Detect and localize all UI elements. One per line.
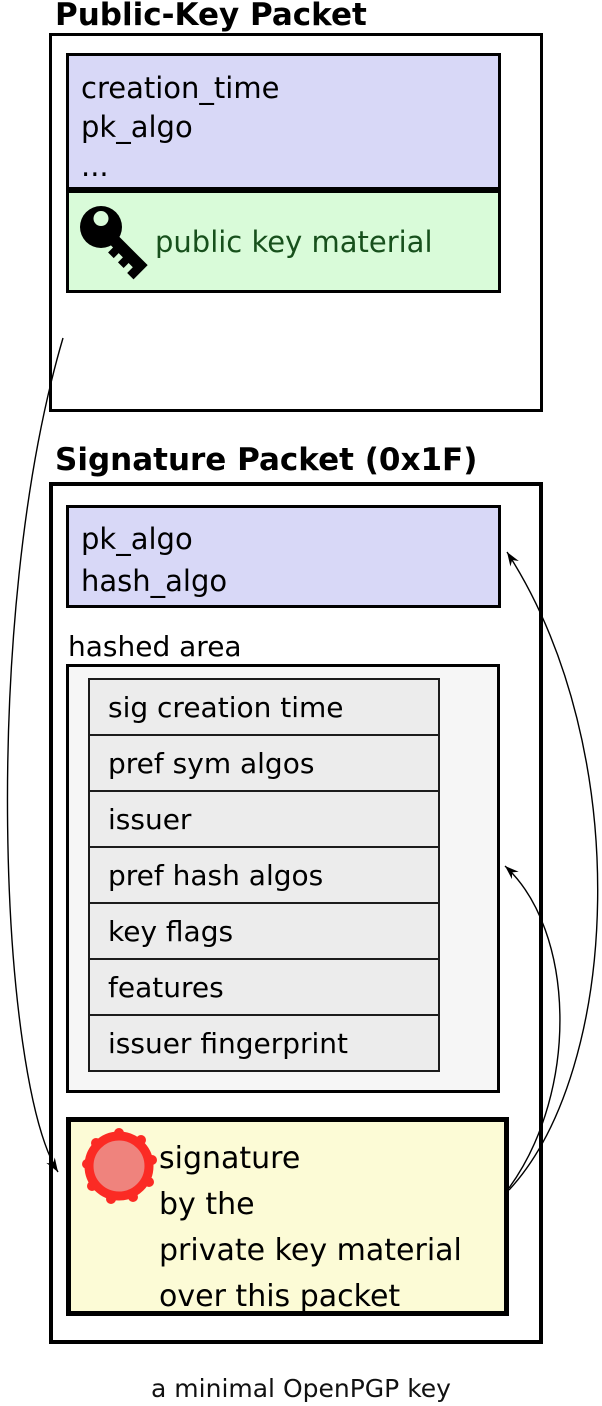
public-key-material-label: public key material xyxy=(155,224,433,259)
signature-packet-title: Signature Packet (0x1F) xyxy=(55,442,478,478)
seal-icon xyxy=(82,1128,157,1204)
field-creation-time: creation_time xyxy=(81,71,280,105)
diagram-caption: a minimal OpenPGP key xyxy=(151,1374,451,1403)
subpacket-issuer: issuer xyxy=(90,790,438,846)
subpacket-table: sig creation time pref sym algos issuer … xyxy=(88,678,440,1072)
subpacket-sig-creation-time: sig creation time xyxy=(108,690,344,724)
subpacket-pref-sym-algos: pref sym algos xyxy=(90,734,438,790)
signature-line-3: private key material xyxy=(159,1233,462,1268)
field-sig-pk-algo: pk_algo xyxy=(81,522,193,556)
subpacket-features: features xyxy=(90,958,438,1014)
signature-line-2: by the xyxy=(159,1187,255,1222)
public-key-header-fields-box: creation_time pk_algo ... xyxy=(66,53,501,190)
signature-header-fields-box: pk_algo hash_algo xyxy=(66,505,501,608)
field-sig-hash-algo: hash_algo xyxy=(81,564,228,598)
subpacket-key-flags: key flags xyxy=(90,902,438,958)
subpacket-pref-hash-algos: pref hash algos xyxy=(90,846,438,902)
signature-line-4: over this packet xyxy=(159,1279,401,1314)
field-ellipsis: ... xyxy=(81,149,109,183)
field-pk-algo: pk_algo xyxy=(81,110,193,144)
signature-value-box: signature by the private key material ov… xyxy=(66,1117,509,1316)
public-key-packet-title: Public-Key Packet xyxy=(55,0,367,33)
subpacket-issuer-fingerprint: issuer fingerprint xyxy=(90,1014,438,1070)
signature-description: signature by the private key material ov… xyxy=(159,1136,462,1320)
public-key-material-box: public key material xyxy=(66,190,501,293)
key-icon xyxy=(80,206,148,280)
signature-line-1: signature xyxy=(159,1141,301,1176)
hashed-area-label: hashed area xyxy=(68,630,242,663)
